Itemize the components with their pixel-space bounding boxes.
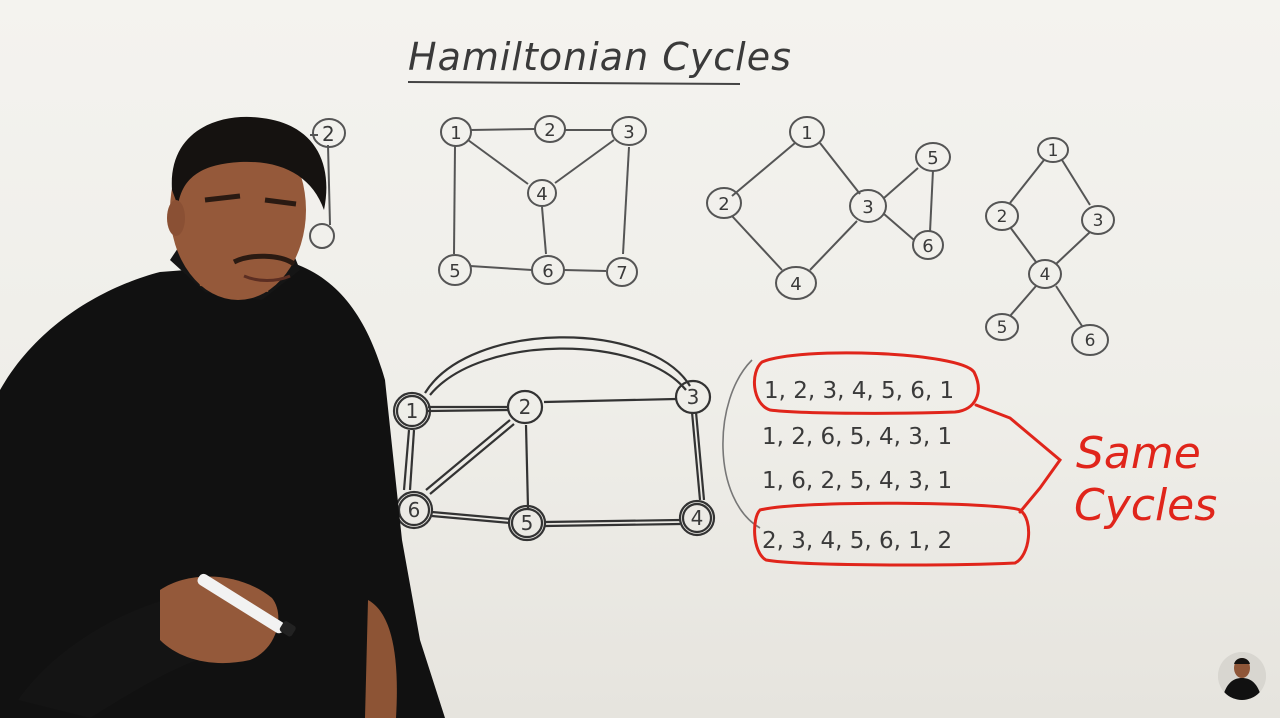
cycles-bracket xyxy=(722,359,761,529)
main-node-4: 4 xyxy=(691,506,704,530)
graph-c: 1 2 3 4 5 6 xyxy=(985,137,1115,356)
partial-node-label: 2 xyxy=(322,122,335,146)
main-node-2: 2 xyxy=(519,395,532,419)
graph-c-node-2: 2 xyxy=(997,207,1008,227)
graph-b-node-1: 1 xyxy=(801,123,812,144)
presenter xyxy=(0,116,445,718)
graph-a-node-5: 5 xyxy=(449,261,460,282)
graph-a-node-2: 2 xyxy=(544,120,555,141)
graph-a-node-4: 4 xyxy=(536,184,547,205)
graph-a-node-3: 3 xyxy=(623,122,634,143)
presenter-torso xyxy=(0,262,445,718)
graph-b-node-2: 2 xyxy=(718,194,729,215)
graph-a-node-7: 7 xyxy=(616,263,627,284)
graph-b: 1 2 3 4 5 6 xyxy=(706,116,951,300)
graph-c-node-5: 5 xyxy=(997,318,1008,338)
main-node-5: 5 xyxy=(521,511,534,535)
graph-b-node-3: 3 xyxy=(862,197,873,218)
main-node-6: 6 xyxy=(408,498,421,522)
marker-pen-tip xyxy=(279,621,296,637)
cycle-4: 2, 3, 4, 5, 6, 1, 2 xyxy=(762,528,952,554)
graph-b-node-5: 5 xyxy=(927,148,938,169)
graph-b-node-4: 4 xyxy=(790,274,801,295)
main-node-3: 3 xyxy=(687,385,700,409)
cycle-1: 1, 2, 3, 4, 5, 6, 1 xyxy=(764,378,954,404)
cycle-3: 1, 6, 2, 5, 4, 3, 1 xyxy=(762,468,952,494)
main-node-1: 1 xyxy=(406,399,419,423)
presenter-eyebrows xyxy=(204,193,297,207)
graph-a-node-6: 6 xyxy=(542,261,553,282)
graph-b-node-6: 6 xyxy=(922,236,933,257)
graph-c-node-3: 3 xyxy=(1093,211,1104,231)
cycle-2: 1, 2, 6, 5, 4, 3, 1 xyxy=(762,424,952,450)
graph-c-node-1: 1 xyxy=(1048,141,1059,161)
red-annotations xyxy=(752,351,1063,567)
partial-graph xyxy=(309,118,346,249)
presenter-ear xyxy=(167,200,185,236)
annotation-line-1: Same xyxy=(1076,428,1201,479)
title-underline xyxy=(407,81,741,85)
presenter-hair xyxy=(171,116,327,210)
presenter-avatar xyxy=(1218,652,1266,700)
graph-main: 1 2 3 4 5 6 xyxy=(392,336,716,542)
graph-a: 1 2 3 4 5 6 7 xyxy=(438,115,647,287)
presenter-mouth xyxy=(243,274,291,282)
graph-a-node-1: 1 xyxy=(450,123,461,144)
presenter-mustache xyxy=(232,253,296,267)
avatar-graphic xyxy=(1218,652,1266,700)
graph-c-node-6: 6 xyxy=(1085,331,1096,351)
presenter-hand xyxy=(160,576,279,664)
marker-pen xyxy=(197,573,285,634)
presenter-right-hand xyxy=(365,600,397,718)
annotation-line-2: Cycles xyxy=(1074,480,1217,531)
title-text: Hamiltonian Cycles xyxy=(408,35,792,79)
graph-c-node-4: 4 xyxy=(1040,265,1051,285)
